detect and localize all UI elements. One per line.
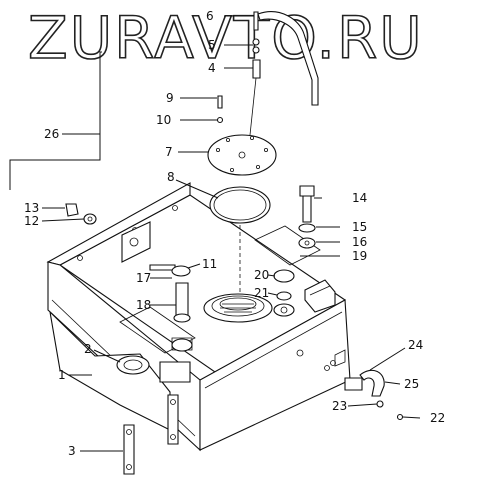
callout-1: 1 (58, 368, 66, 382)
callout-22: 22 (430, 411, 445, 425)
callout-26: 26 (44, 127, 59, 141)
callout-10: 10 (156, 113, 171, 127)
callout-19: 19 (352, 249, 367, 263)
callout-18: 18 (136, 298, 151, 312)
strainer-sleeve (171, 282, 193, 352)
drain-cap (149, 264, 191, 277)
leader-lines (41, 15, 421, 452)
watermark-text: ZURAVTO.RU (28, 4, 424, 72)
small-pin (216, 95, 224, 124)
cover-plate (207, 134, 277, 176)
sender-assembly (252, 11, 319, 106)
callout-20: 20 (254, 268, 269, 282)
callout-13: 13 (24, 201, 39, 215)
filler-neck (203, 293, 273, 323)
callout-14: 14 (352, 191, 367, 205)
callout-8: 8 (167, 170, 175, 184)
mounting-strap (123, 394, 179, 475)
leader-26 (9, 51, 102, 190)
clamp-group (344, 369, 404, 421)
callout-17: 17 (136, 271, 151, 285)
callout-labels: 6 5 4 9 10 26 7 8 13 12 14 15 16 19 11 1… (24, 9, 445, 458)
callout-15: 15 (352, 220, 367, 234)
callout-7: 7 (165, 145, 173, 159)
callout-5: 5 (208, 38, 216, 52)
callout-24: 24 (408, 338, 423, 352)
callout-21: 21 (254, 286, 269, 300)
callout-3: 3 (68, 444, 76, 458)
callout-23: 23 (332, 399, 347, 413)
callout-12: 12 (24, 214, 39, 228)
sender-rod (249, 77, 257, 136)
tank-body (46, 182, 351, 452)
callout-16: 16 (352, 235, 367, 249)
callout-2: 2 (84, 342, 92, 356)
callout-11: 11 (202, 257, 217, 271)
bolt-washer-left (65, 203, 97, 225)
callout-6: 6 (206, 9, 214, 23)
gasket-ring (209, 186, 271, 224)
callout-9: 9 (166, 91, 174, 105)
callout-25: 25 (404, 377, 419, 391)
filler-ring-left (116, 355, 191, 383)
fitting-20-21 (273, 269, 295, 317)
bolt-stack-right (298, 185, 316, 249)
callout-4: 4 (208, 61, 216, 75)
